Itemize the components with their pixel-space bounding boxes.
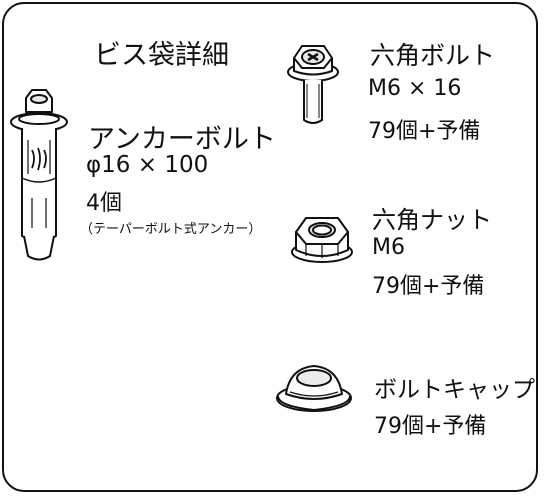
bolt-cap-icon: [276, 365, 352, 412]
hex-nut-name: 六角ナット: [372, 206, 492, 234]
parts-list-card: [2, 2, 538, 492]
hex-bolt-size: M6 × 16: [368, 76, 462, 101]
anchor-bolt-name: アンカーボルト: [88, 124, 276, 155]
hex-nut-size: M6: [372, 235, 405, 260]
bolt-cap-quantity: 79個+予備: [374, 414, 487, 439]
anchor-bolt-note: （テーパーボルト式アンカー）: [80, 222, 262, 237]
bolt-cap-name: ボルトキャップ: [374, 377, 535, 403]
hex-bolt-quantity: 79個+予備: [368, 119, 481, 144]
anchor-bolt-quantity: 4個: [86, 191, 122, 216]
hex-nut-icon: [291, 217, 353, 263]
page-title: ビス袋詳細: [94, 40, 229, 71]
hex-bolt-icon: [287, 45, 339, 124]
anchor-bolt-icon: [10, 89, 68, 261]
hex-nut-quantity: 79個+予備: [372, 274, 485, 299]
anchor-bolt-size: φ16 × 100: [86, 152, 209, 178]
hex-bolt-name: 六角ボルト: [370, 41, 496, 70]
